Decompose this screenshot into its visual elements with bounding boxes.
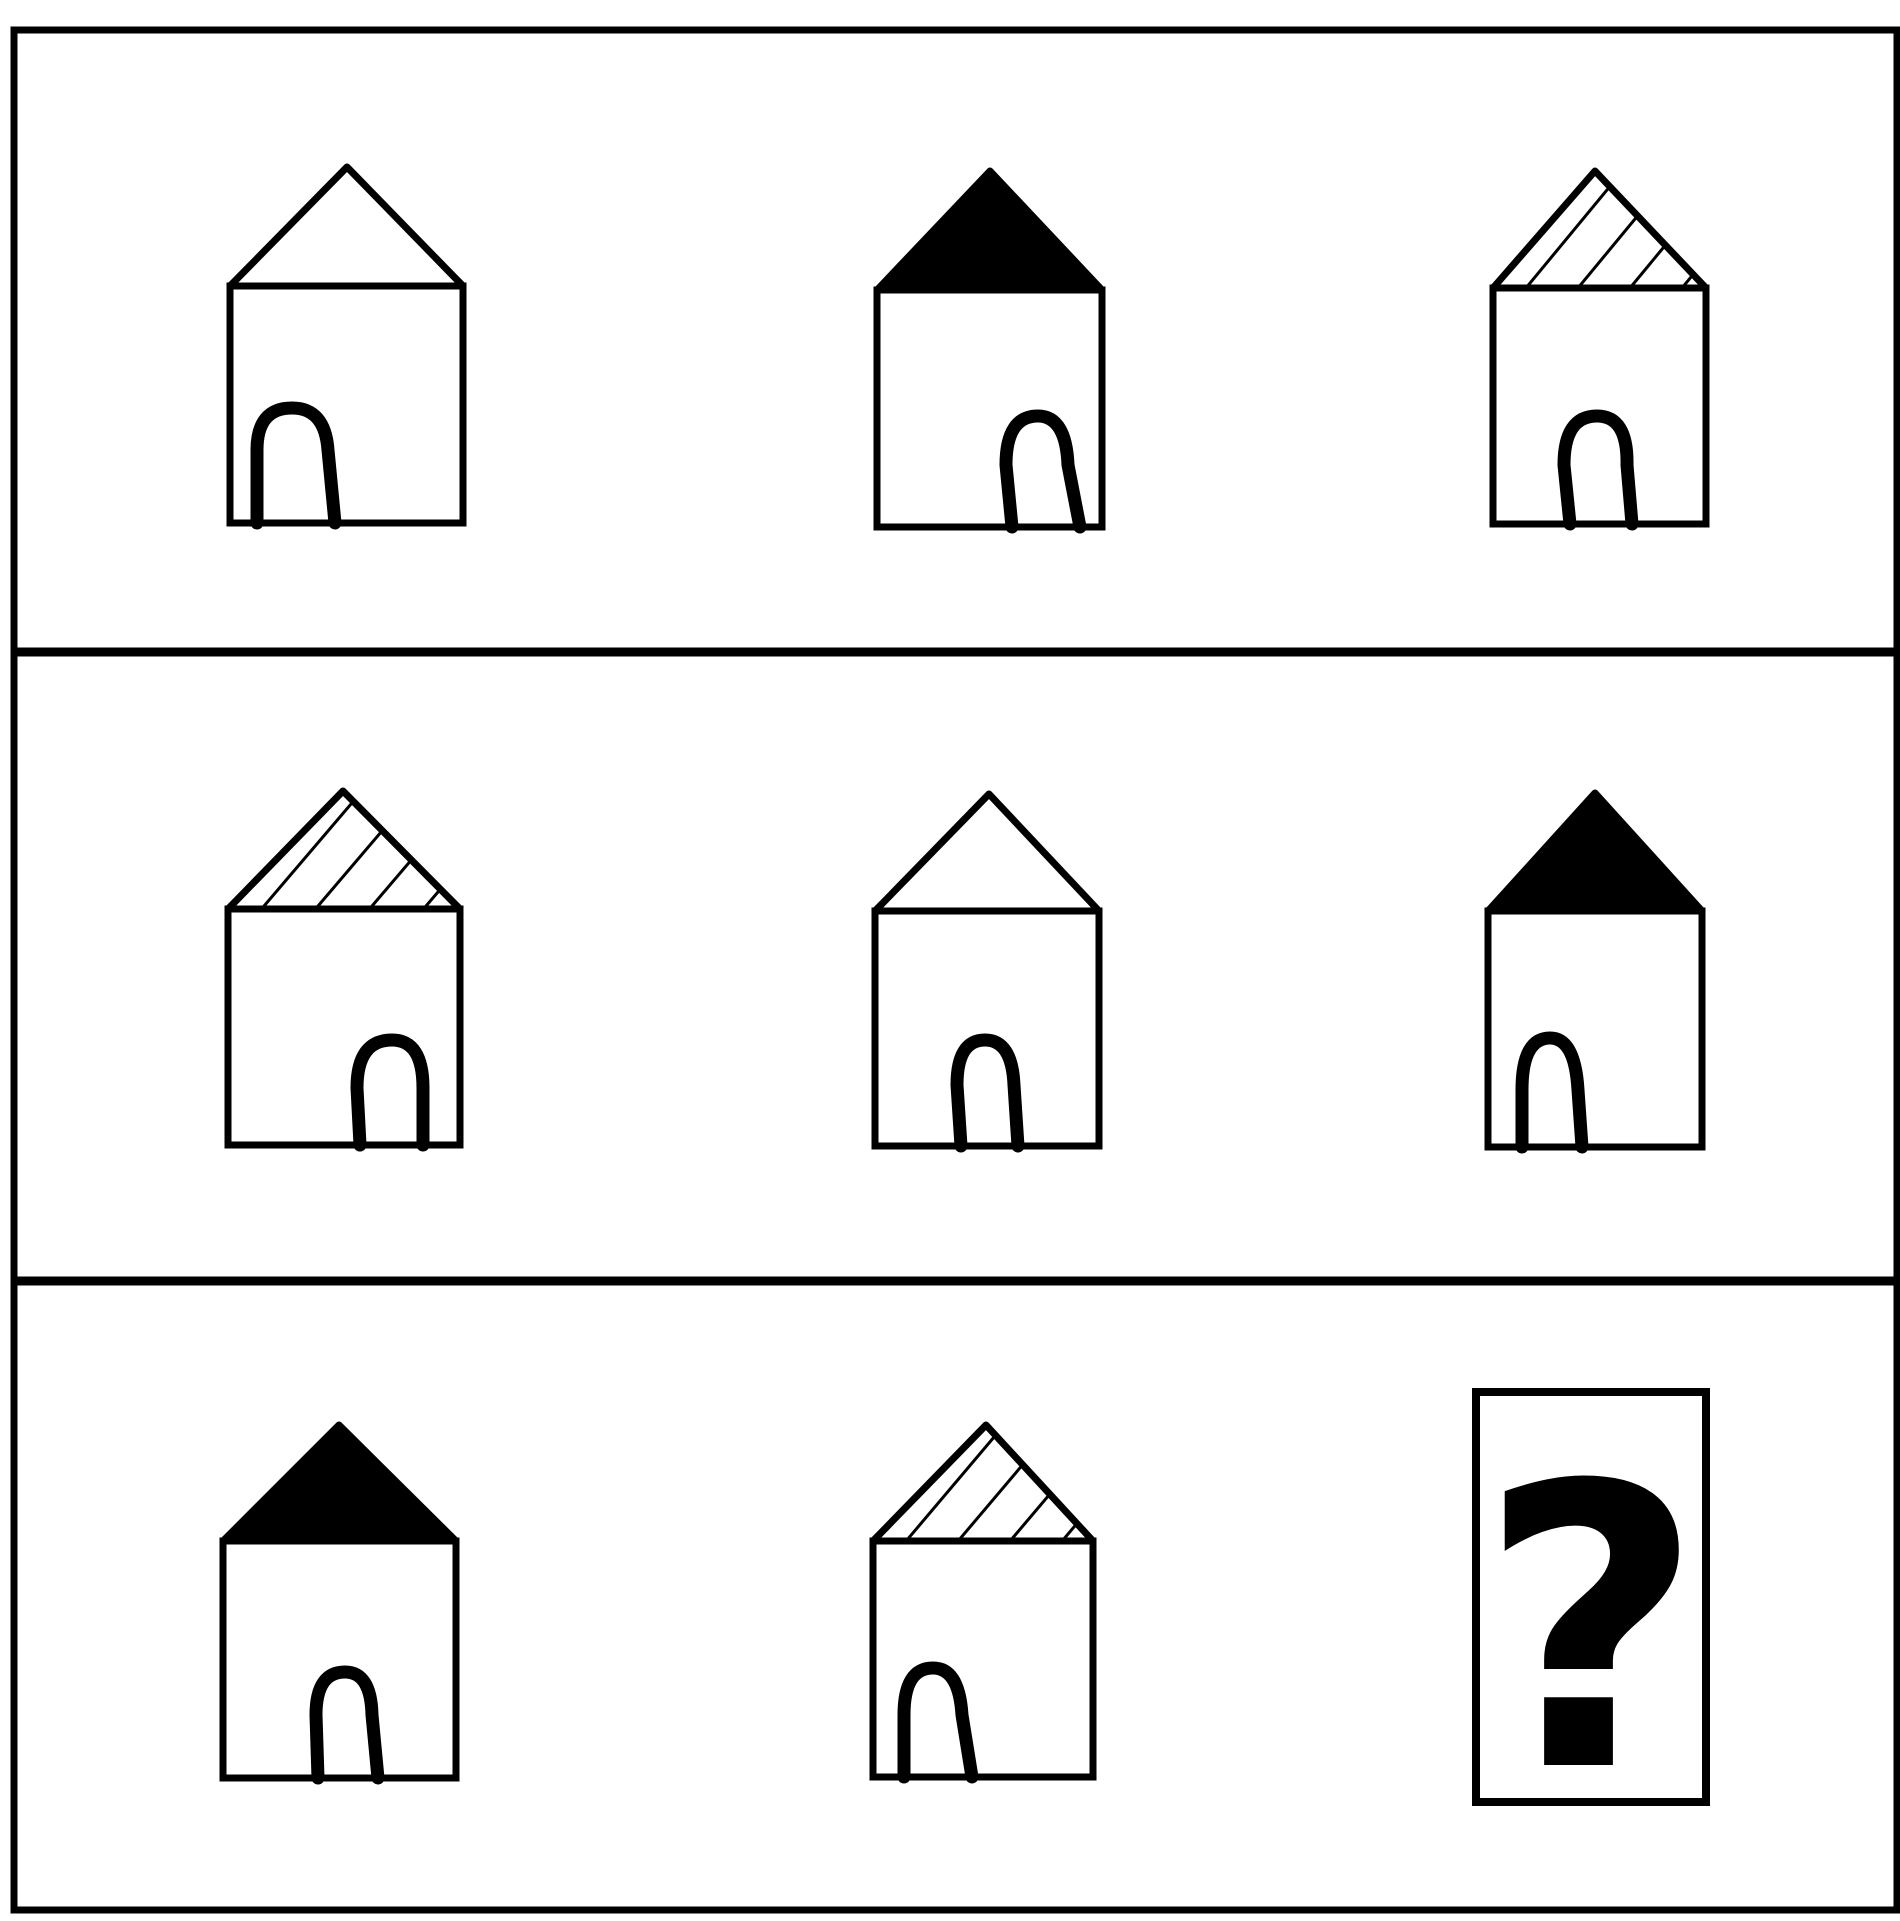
roof-black — [223, 1425, 456, 1541]
house — [1488, 793, 1702, 1147]
house-body — [223, 1541, 456, 1778]
roof-hatched — [873, 1425, 1093, 1541]
house — [223, 1425, 456, 1778]
house-body — [230, 286, 463, 523]
row-1 — [230, 150, 1796, 527]
roof-white — [875, 794, 1099, 911]
house — [877, 171, 1102, 527]
question-mark: ? — [1478, 1403, 1704, 1857]
house-body — [1493, 288, 1706, 524]
house-body — [875, 911, 1099, 1146]
house — [1483, 150, 1796, 524]
roof-black — [877, 171, 1102, 290]
roof-hatched — [228, 791, 460, 909]
house — [230, 167, 463, 523]
row-2 — [218, 770, 1702, 1147]
house — [875, 794, 1099, 1146]
row-3: ? — [223, 1392, 1706, 1857]
house — [863, 1404, 1178, 1777]
roof-white — [230, 167, 463, 286]
missing-answer-box: ? — [1476, 1392, 1706, 1857]
house — [218, 770, 542, 1145]
roof-hatched — [1493, 171, 1706, 288]
roof-black — [1488, 793, 1702, 911]
